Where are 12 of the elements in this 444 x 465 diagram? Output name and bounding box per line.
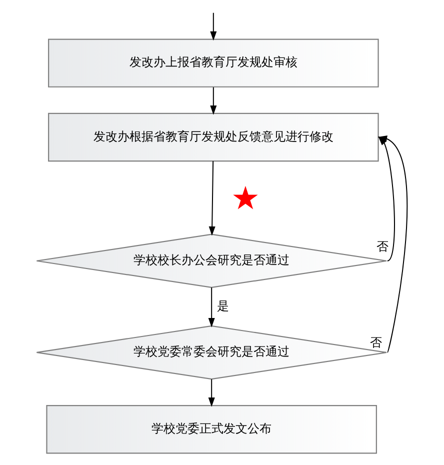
edge-label: 是: [217, 298, 230, 313]
node-star: [233, 186, 258, 210]
edge-label: 否: [370, 336, 382, 350]
arrow: [208, 288, 215, 328]
arrow: [208, 379, 215, 407]
arrow: [208, 161, 216, 236]
node-box: 学校党委正式发文公布: [46, 405, 377, 454]
node-box: 发改办上报省教育厅发规处审核: [48, 38, 379, 88]
node-box: 发改办根据省教育厅发规处反馈意见进行修改: [48, 112, 379, 162]
edge-label: 否: [376, 239, 388, 254]
arrow: [210, 87, 217, 115]
arrow: [210, 12, 217, 41]
